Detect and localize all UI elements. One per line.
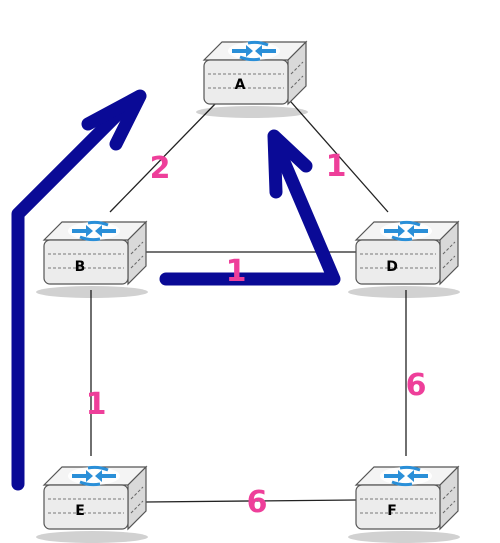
router-f[interactable]: F xyxy=(346,465,462,543)
arrow-e-to-a-head xyxy=(81,89,147,151)
router-icon xyxy=(346,220,462,300)
arrow-b-to-d-to-a xyxy=(159,143,341,286)
arrow-b-to-d-to-a-head xyxy=(267,129,313,199)
router-d-label: D xyxy=(386,259,398,275)
router-d[interactable]: D xyxy=(346,220,462,300)
router-icon xyxy=(346,465,462,543)
path-arrows xyxy=(11,89,341,491)
weight-e-f: 6 xyxy=(247,485,268,520)
router-a[interactable]: A xyxy=(194,40,310,120)
weight-d-f: 6 xyxy=(406,368,427,403)
router-f-label: F xyxy=(387,503,397,519)
weight-b-e: 1 xyxy=(86,387,107,422)
router-b-label: B xyxy=(75,259,86,275)
links xyxy=(90,93,407,503)
link-e-f xyxy=(145,499,357,503)
weight-a-b: 2 xyxy=(150,151,171,186)
link-a-b xyxy=(109,101,218,213)
router-e-label: E xyxy=(75,503,85,519)
router-b[interactable]: B xyxy=(34,220,150,300)
router-e[interactable]: E xyxy=(34,465,150,543)
router-icon xyxy=(34,220,150,300)
weight-a-d: 1 xyxy=(326,149,347,184)
link-weights: 2 1 1 1 6 6 xyxy=(86,149,427,520)
weight-b-d: 1 xyxy=(226,254,247,289)
router-a-label: A xyxy=(235,77,246,93)
router-icon xyxy=(34,465,150,543)
arrow-e-to-a xyxy=(11,95,137,491)
